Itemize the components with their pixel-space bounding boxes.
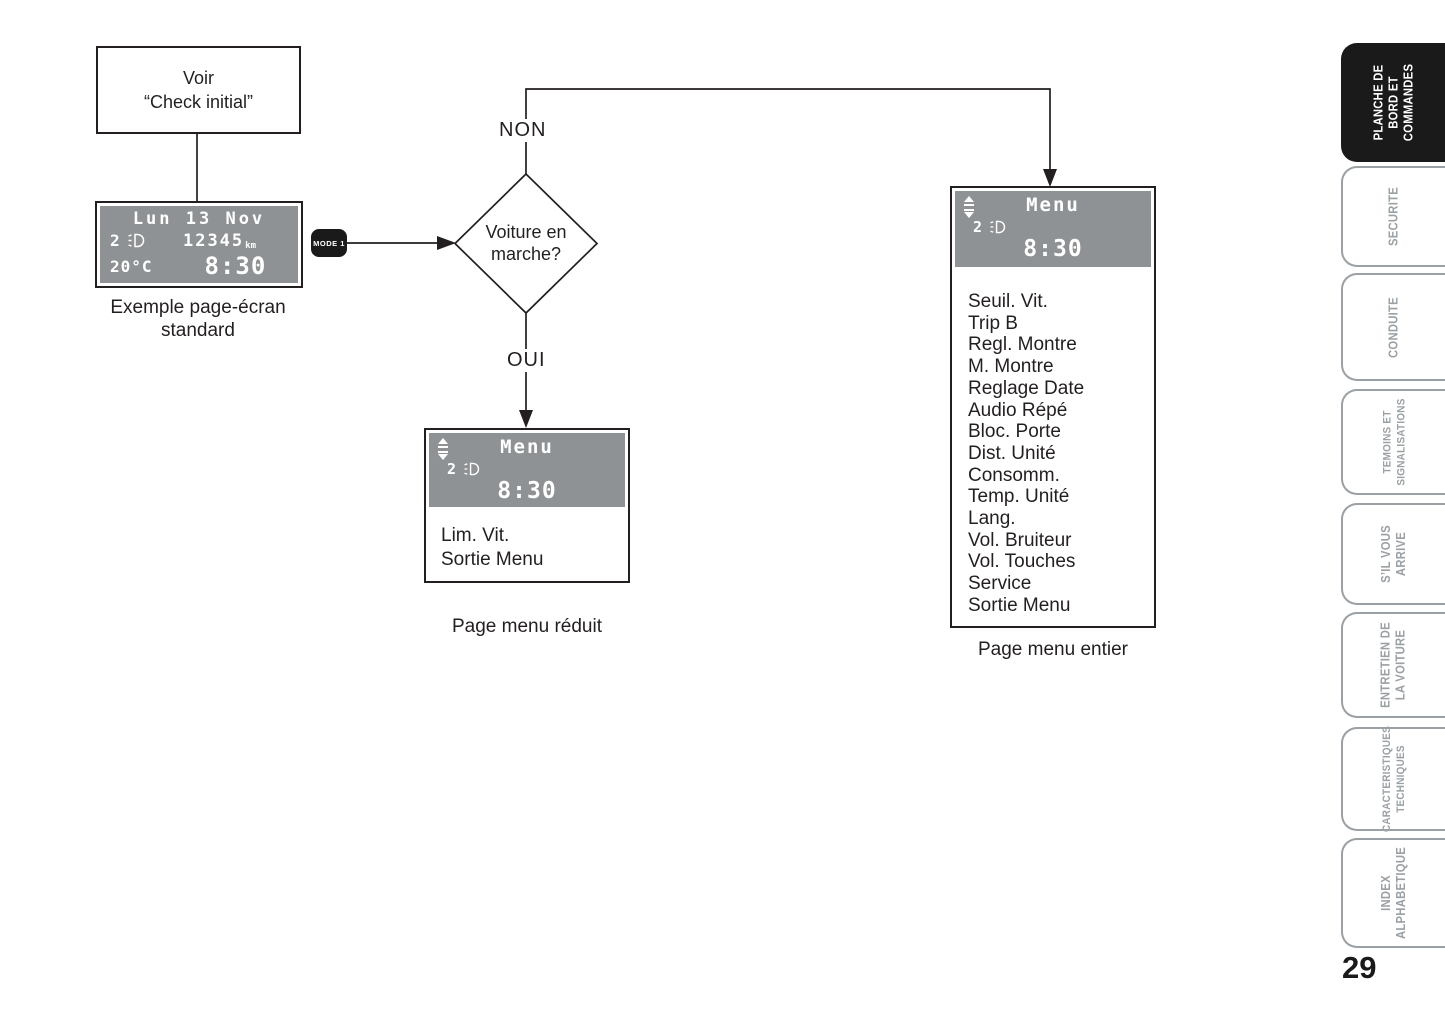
reduced-menu-box: Menu 2 8:30 Lim. Vit. Sortie Menu <box>424 428 630 583</box>
menu-scroll-updown-icon <box>964 196 974 218</box>
low-beam-headlight-icon <box>127 233 144 248</box>
check-initial-line2: “Check initial” <box>143 92 254 112</box>
sidebar-tab-conduite[interactable]: CONDUITE <box>1341 273 1445 381</box>
sidebar-tab-temoins[interactable]: TEMOINS ET SIGNALISATIONS <box>1341 389 1445 495</box>
decision-yes-label: OUI <box>502 349 551 372</box>
sidebar-tab-securite[interactable]: SECURITE <box>1341 166 1445 267</box>
standard-screen-caption: Exemple page-écran standard <box>110 297 286 341</box>
sidebar-tab-planche-de-bord[interactable]: PLANCHE DE BORD ET COMMANDES <box>1341 43 1445 162</box>
low-beam-headlight-icon <box>464 462 480 476</box>
menu-item: Sortie Menu <box>968 594 1071 616</box>
menu-item: Dist. Unité <box>968 442 1056 464</box>
lcd-temperature: 20°C <box>110 256 153 276</box>
menu-item: Service <box>968 573 1032 595</box>
mode-key: MODE 1 <box>311 229 347 257</box>
reduced-menu-clock: 8:30 <box>497 478 557 504</box>
lcd-clock: 8:30 <box>204 252 267 280</box>
menu-item: Vol. Touches <box>968 551 1076 573</box>
reduced-menu-caption: Page menu réduit <box>452 616 602 637</box>
decision-diamond: Voiture en marche? <box>485 222 567 264</box>
low-beam-headlight-icon <box>990 220 1006 234</box>
menu-item: Consomm. <box>968 464 1060 486</box>
sidebar-tab-entretien[interactable]: ENTRETIEN DE LA VOITURE <box>1341 612 1445 718</box>
menu-item: Regl. Montre <box>968 334 1077 356</box>
menu-item: Bloc. Porte <box>968 421 1061 443</box>
check-initial-line1: Voir <box>182 68 215 88</box>
menu-scroll-updown-icon <box>438 438 448 460</box>
menu-item: Seuil. Vit. <box>968 291 1048 312</box>
menu-item: M. Montre <box>968 356 1054 378</box>
sidebar-tab-caracteristiques[interactable]: CARACTERISTIQUES TECHNIQUES <box>1341 726 1445 832</box>
menu-item: Reglage Date <box>968 377 1085 399</box>
menu-item: Audio Répé <box>968 399 1068 421</box>
sidebar-tab-sil-vous-arrive[interactable]: S’IL VOUS ARRIVE <box>1341 503 1445 605</box>
sidebar-tab-index[interactable]: INDEX ALPHABETIQUE <box>1341 838 1445 948</box>
full-menu-clock: 8:30 <box>1023 236 1083 262</box>
decision-no-label: NON <box>494 119 552 142</box>
lcd-gear-indicator: 2 <box>110 231 122 250</box>
menu-item: Trip B <box>968 312 1018 334</box>
menu-item: Sortie Menu <box>441 549 544 570</box>
menu-item: Lim. Vit. <box>441 525 510 546</box>
reduced-menu-list: Lim. Vit. Sortie Menu <box>429 507 625 572</box>
check-initial-box: Voir “Check initial” <box>96 46 301 134</box>
full-menu-gear: 2 <box>973 218 985 236</box>
reduced-menu-gear: 2 <box>447 460 459 478</box>
reduced-menu-title: Menu <box>500 436 554 458</box>
menu-item: Vol. Bruiteur <box>968 529 1072 551</box>
lcd-odometer-unit: km <box>245 240 256 251</box>
lcd-odometer: 12345 <box>182 230 245 251</box>
full-menu-title: Menu <box>1026 194 1080 216</box>
menu-item: Temp. Unité <box>968 486 1070 508</box>
lcd-date: Lun 13 Nov <box>132 209 266 229</box>
standard-screen: Lun 13 Nov 2 12345 km 20°C 8:30 <box>95 201 303 288</box>
full-menu-caption: Page menu entier <box>978 639 1128 660</box>
menu-item: Lang. <box>968 508 1016 530</box>
page-number: 29 <box>1342 950 1377 985</box>
